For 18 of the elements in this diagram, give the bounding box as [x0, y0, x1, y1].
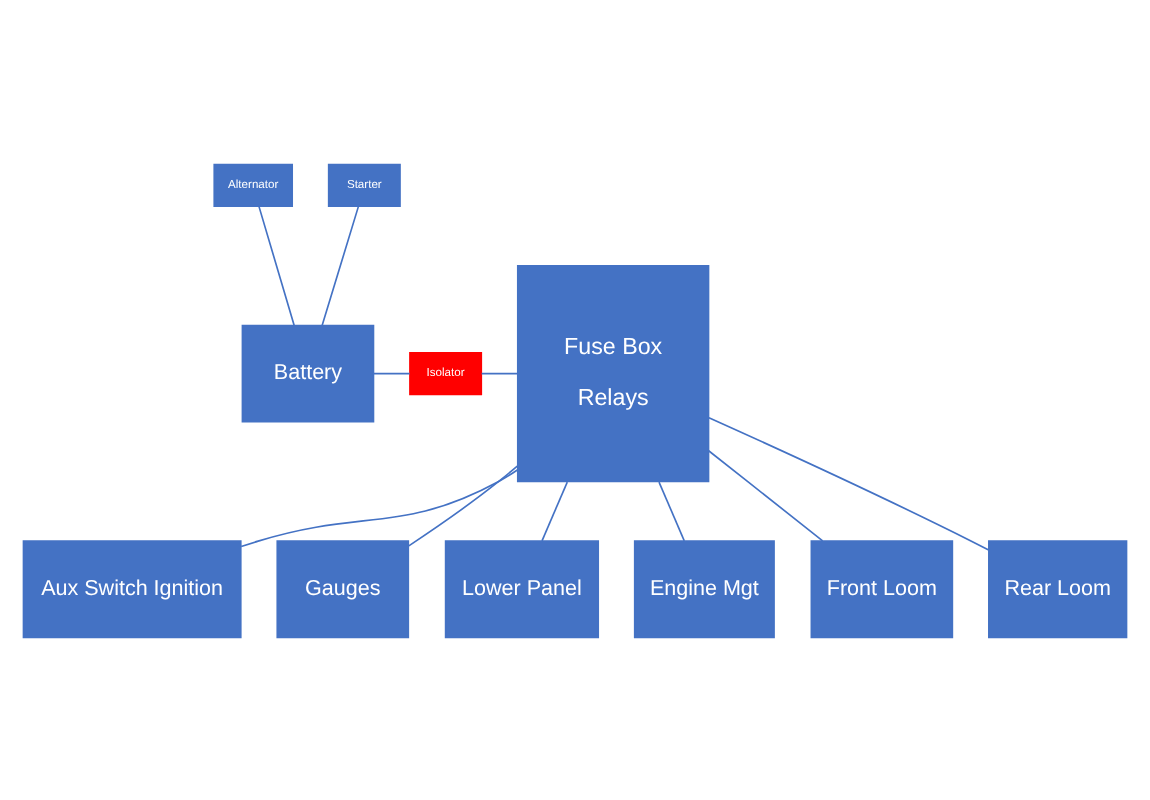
node-box: Aux Switch Ignition: [22, 539, 242, 638]
connector: [258, 204, 295, 326]
connector: [707, 448, 824, 541]
connector: [658, 480, 686, 541]
node-box: Lower Panel: [444, 539, 600, 638]
connector: [408, 464, 519, 546]
node-box: Battery: [241, 323, 375, 422]
node-box: Fuse Box Relays: [516, 264, 710, 482]
node-box: Gauges: [276, 539, 410, 638]
connector: [480, 371, 519, 374]
connector: [541, 480, 569, 541]
connector: [708, 415, 990, 550]
node-box: Rear Loom: [988, 539, 1128, 638]
connector: [372, 371, 411, 374]
connector: [321, 204, 360, 326]
node-box: Engine Mgt: [633, 539, 775, 638]
node-box: Front Loom: [810, 539, 954, 638]
connector: [240, 467, 519, 547]
